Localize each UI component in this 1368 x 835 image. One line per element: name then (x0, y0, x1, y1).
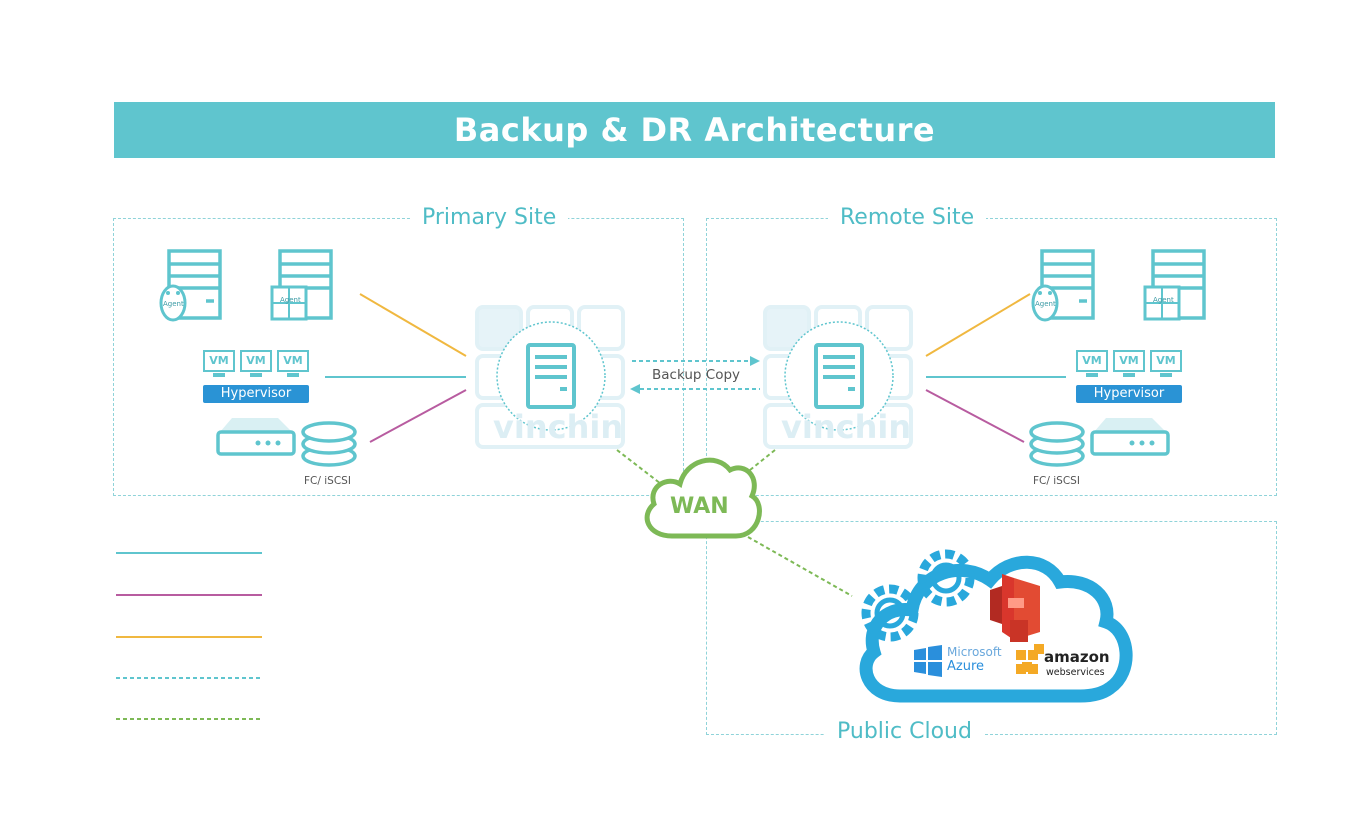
gear-icon (861, 549, 975, 642)
primary-storage-label: FC/ iSCSI (304, 475, 351, 487)
public-cloud-box (706, 521, 1277, 735)
aws-logo-icon (1016, 644, 1044, 674)
backup-copy-label: Backup Copy (652, 367, 741, 383)
primary-linux-agent-label: Agent (163, 300, 184, 308)
primary-vm-3: VM (277, 350, 309, 377)
remote-site-box (706, 218, 1277, 496)
primary-vm-1: VM (203, 350, 235, 377)
remote-windows-agent-label: Agent (1153, 296, 1174, 304)
public-cloud-label: Public Cloud (825, 719, 984, 745)
remote-san-device-icon (1090, 418, 1170, 456)
azure-label-line1: Microsoft (947, 645, 1002, 659)
watermark-tiles-primary (475, 305, 625, 449)
remote-vm-1: VM (1076, 350, 1108, 377)
watermark-remote: vinchin (781, 408, 912, 446)
wan-label: WAN (670, 494, 729, 519)
wan-cloud-icon (644, 457, 762, 539)
remote-linux-agent-icon (1031, 284, 1059, 322)
primary-storage-icon (301, 421, 357, 467)
remote-vm-2: VM (1113, 350, 1145, 377)
primary-site-box (113, 218, 684, 496)
remote-linux-agent-label: Agent (1035, 300, 1056, 308)
windows-agent-icon (270, 285, 308, 321)
aws-label-line1: amazon (1044, 648, 1110, 666)
primary-hypervisor-badge: Hypervisor (203, 385, 309, 403)
primary-vm-2: VM (240, 350, 272, 377)
aws-label-line2: webservices (1046, 667, 1105, 678)
remote-storage-label: FC/ iSCSI (1033, 475, 1080, 487)
remote-hypervisor-badge: Hypervisor (1076, 385, 1182, 403)
azure-label-line2: Azure (947, 659, 985, 674)
remote-vm-3: VM (1150, 350, 1182, 377)
azure-logo-icon (914, 645, 942, 677)
remote-windows-agent-icon (1143, 285, 1181, 321)
title-bar: Backup & DR Architecture (114, 102, 1275, 158)
legend (116, 552, 262, 720)
remote-agent-line (925, 293, 1031, 357)
primary-agent-line (359, 293, 467, 357)
primary-backup-server (496, 321, 606, 431)
aws-s3-icon (990, 574, 1040, 642)
wan-line-cloud (747, 536, 853, 597)
primary-windows-agent-label: Agent (280, 296, 301, 304)
remote-site-label: Remote Site (828, 205, 987, 231)
primary-site-label: Primary Site (410, 205, 569, 231)
remote-fc-line (925, 389, 1025, 443)
primary-linux-server-icon (167, 249, 222, 320)
remote-storage-icon (1029, 421, 1085, 467)
diagram-title: Backup & DR Architecture (453, 111, 936, 149)
wan-line-primary (616, 449, 666, 488)
primary-fc-line (369, 389, 467, 443)
backup-copy-arrows (630, 356, 760, 394)
primary-san-device-icon (216, 418, 296, 456)
linux-agent-icon (159, 284, 187, 322)
remote-backup-server (784, 321, 894, 431)
watermark-primary: vinchin (493, 408, 624, 446)
